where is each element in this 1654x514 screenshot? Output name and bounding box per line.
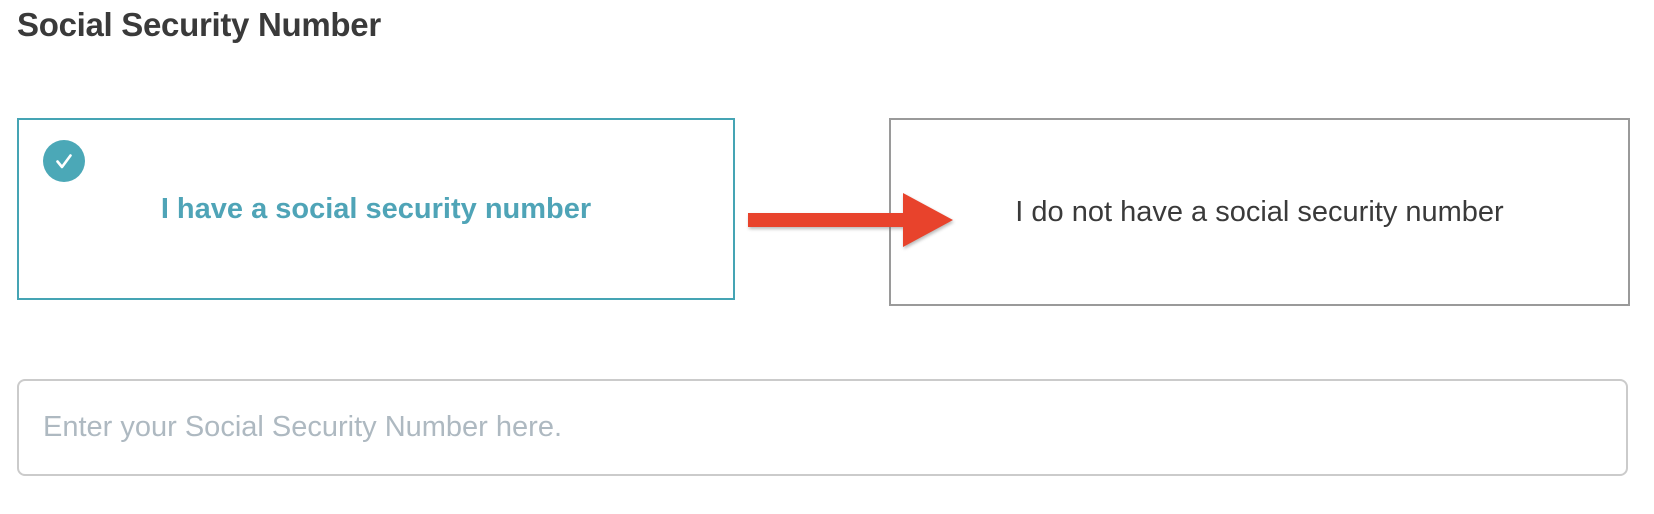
page-title: Social Security Number <box>17 6 381 43</box>
option-card-label: I have a social security number <box>160 192 592 225</box>
option-card-no-ssn[interactable]: I do not have a social security number <box>889 118 1630 306</box>
check-icon <box>43 140 85 182</box>
option-card-label: I do not have a social security number <box>1015 195 1504 228</box>
option-card-have-ssn[interactable]: I have a social security number <box>17 118 735 300</box>
ssn-input[interactable] <box>17 379 1628 476</box>
